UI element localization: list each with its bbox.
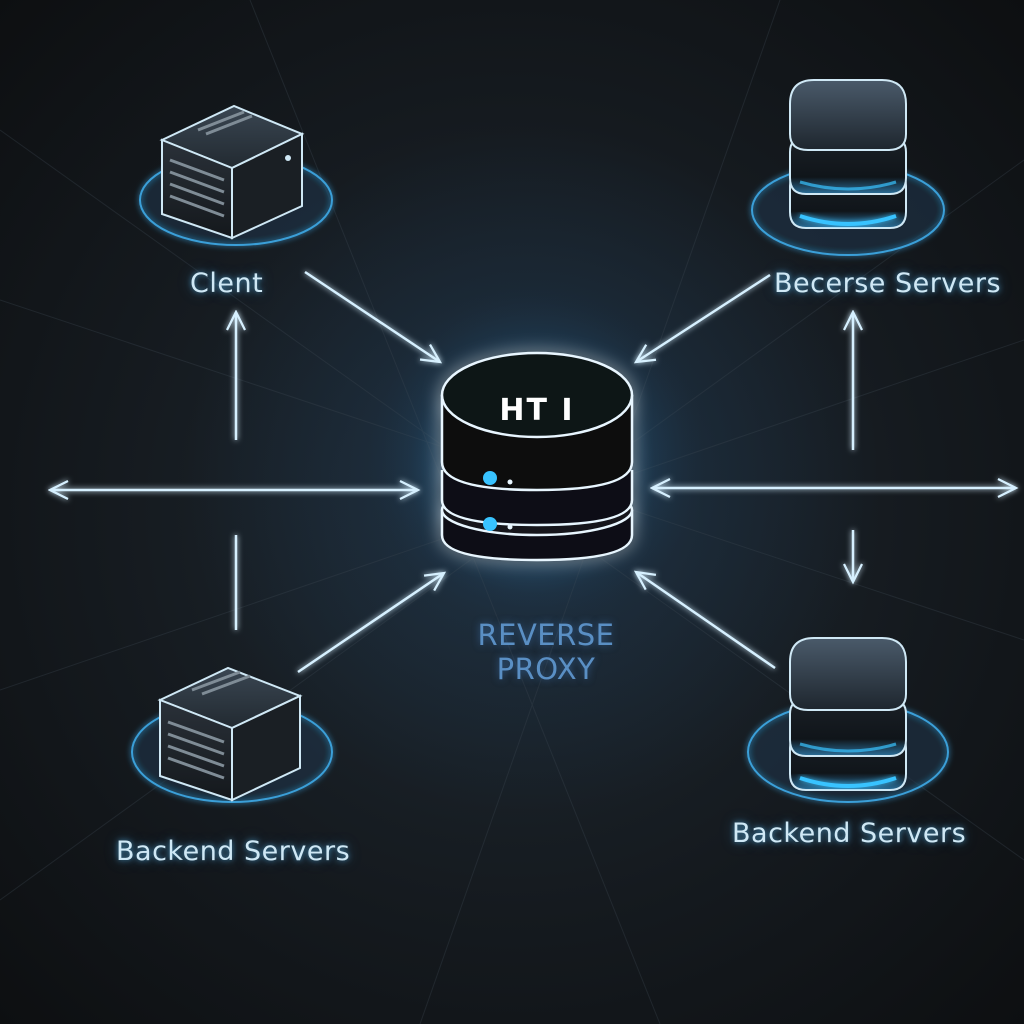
connections (50, 270, 1016, 674)
arrow-bottomleft-to-proxy (297, 573, 444, 674)
client-node (139, 104, 333, 246)
bottom-left-node (131, 666, 333, 803)
database-stack-icon (789, 79, 907, 229)
bottom-left-label: Backend Servers (116, 836, 351, 867)
database-stack-icon (789, 637, 907, 791)
proxy-label-line2: PROXY (496, 652, 596, 686)
proxy-disk-text: HT I (499, 393, 574, 428)
server-box-icon (157, 666, 303, 802)
database-stack-icon (440, 351, 634, 562)
proxy-node: HT I (440, 351, 634, 562)
bottom-right-node (747, 637, 949, 803)
proxy-label-line1: REVERSE (477, 618, 615, 652)
top-right-label: Becerse Servers (774, 268, 1002, 299)
top-right-node (751, 79, 945, 256)
server-box-icon (159, 104, 305, 240)
bottom-right-label: Backend Servers (732, 818, 967, 849)
arrow-client-to-proxy (304, 270, 440, 362)
client-label: Clent (190, 268, 264, 299)
arrow-bottomright-to-proxy (636, 572, 776, 670)
arrow-topright-to-proxy (636, 273, 771, 362)
proxy-label: REVERSE PROXY (436, 618, 656, 686)
